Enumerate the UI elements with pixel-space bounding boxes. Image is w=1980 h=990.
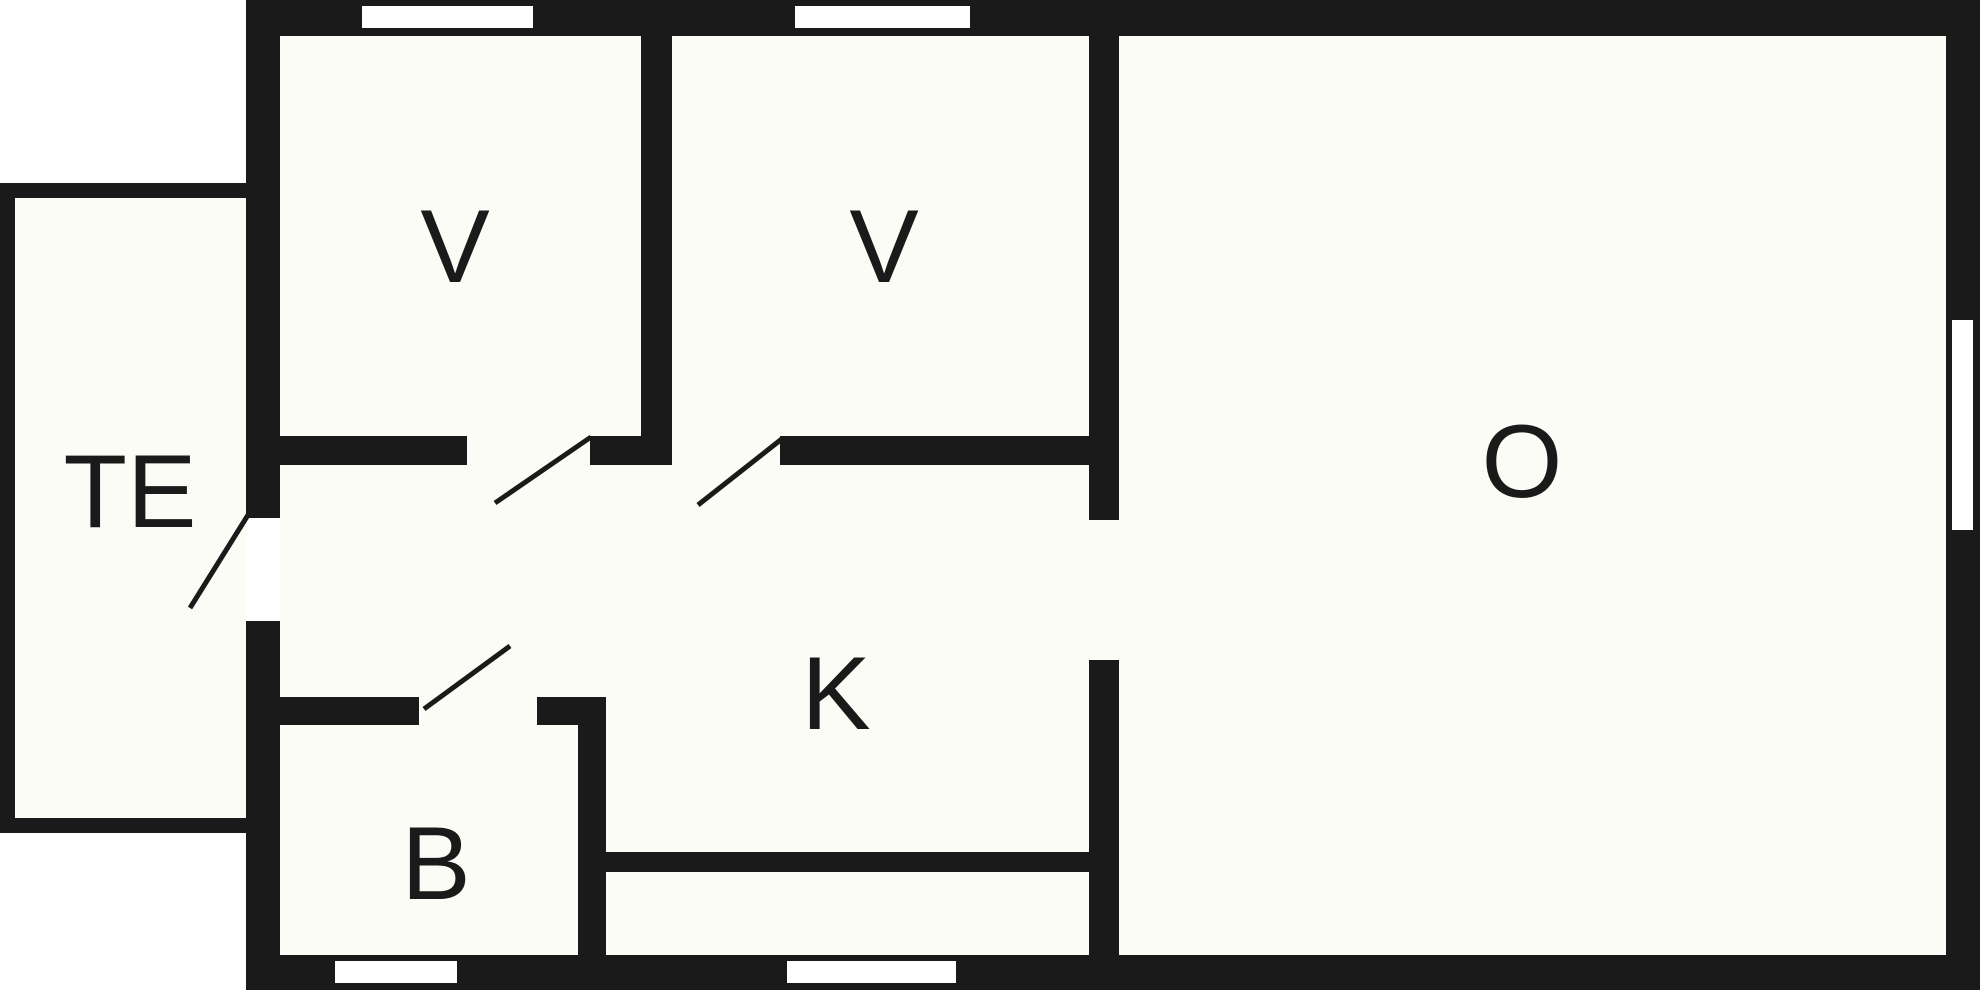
- wall-bathroom-top-left: [280, 697, 419, 725]
- terrace-floor: [15, 198, 246, 818]
- wall-between-bedrooms: [641, 36, 672, 465]
- room-label-terrace: TE: [64, 434, 197, 550]
- wall-bathroom-right: [578, 697, 606, 955]
- door-swing-bathroom: [422, 643, 512, 712]
- door-swings: [187, 434, 785, 712]
- wall-stub-under-bedroom-left: [590, 436, 672, 465]
- wall-mainroom-lower: [1089, 660, 1119, 955]
- door-swing-bedroom-middle: [696, 436, 785, 507]
- room-label-bedroom-left: V: [420, 189, 489, 305]
- windows: [246, 6, 1973, 983]
- terrace-wall-left: [0, 183, 15, 833]
- room-label-main-room: O: [1482, 404, 1563, 520]
- wall-kitchen-strip: [606, 852, 1089, 872]
- wall-outer-top: [246, 0, 1980, 36]
- floor-areas: [15, 36, 1946, 955]
- wall-under-bedroom-middle: [780, 436, 1089, 465]
- wall-outer-bottom: [246, 955, 1980, 990]
- terrace-wall-top: [0, 183, 246, 198]
- room-labels: V V O TE K B: [64, 189, 1563, 922]
- wall-under-bedroom-left: [280, 436, 467, 465]
- room-label-kitchen: K: [801, 636, 870, 752]
- window-bottom-middle: [787, 961, 956, 983]
- room-label-bedroom-middle: V: [849, 189, 918, 305]
- wall-outer-left: [246, 0, 280, 990]
- window-top-left: [362, 6, 533, 28]
- terrace-wall-bottom: [0, 818, 246, 833]
- door-swing-bedroom-left: [493, 434, 593, 506]
- door-swing-terrace: [187, 513, 251, 610]
- window-bottom-left: [335, 961, 457, 983]
- wall-mainroom-upper: [1089, 36, 1119, 520]
- door-opening-terrace: [246, 518, 280, 621]
- window-top-middle: [795, 6, 970, 28]
- room-label-bathroom: B: [401, 806, 470, 922]
- window-right: [1952, 320, 1973, 530]
